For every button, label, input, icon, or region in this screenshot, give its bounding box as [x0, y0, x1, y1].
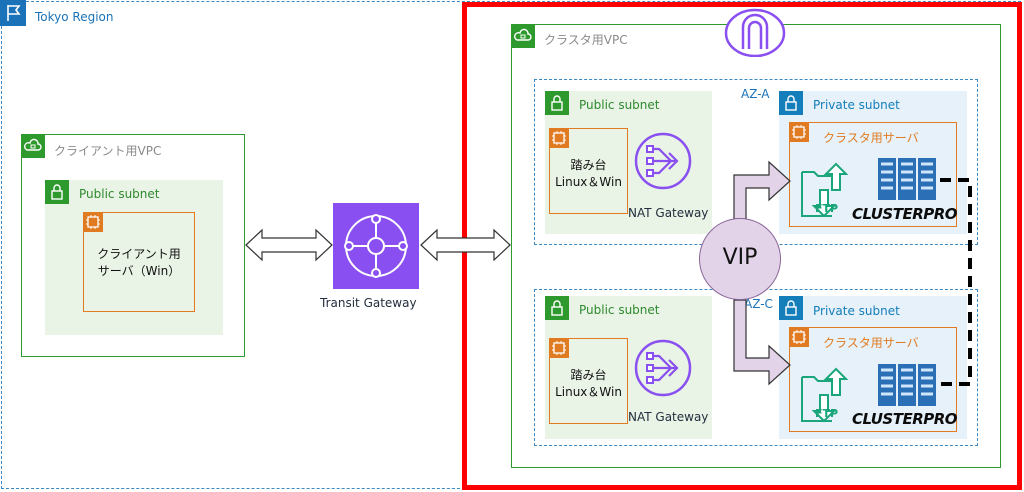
az-c-nat-label: NAT Gateway	[628, 410, 709, 424]
az-c-public-subnet	[545, 296, 712, 439]
tgw-cluster-arrow	[420, 228, 511, 262]
vip-to-az-c-arrow	[733, 299, 791, 386]
az-c-bastion-label: 踏み台 Linux＆Win	[549, 367, 628, 401]
client-server-line1: クライアント用	[97, 247, 181, 261]
ftp-folder-icon	[798, 365, 856, 431]
az-c-cluster-server-label: クラスタ用サーバ	[823, 336, 919, 350]
az-a-bastion-server	[549, 128, 628, 214]
az-c-ftp-label: FTP	[815, 407, 839, 420]
ec2-chip-icon	[549, 128, 569, 148]
az-a-clusterpro-logo: CLUSTERPRO	[852, 205, 958, 223]
client-public-subnet	[45, 180, 223, 335]
ftp-folder-icon	[798, 160, 856, 226]
bastion-line1: 踏み台	[570, 158, 607, 172]
vip-circle	[699, 218, 781, 300]
az-a-bastion-label: 踏み台 Linux＆Win	[549, 157, 628, 191]
subnet-lock-icon	[545, 296, 569, 320]
transit-gateway-icon	[333, 203, 419, 289]
ec2-chip-icon	[549, 338, 569, 358]
heartbeat-line	[940, 178, 972, 386]
ec2-chip-icon	[789, 122, 809, 142]
internet-gateway-icon	[723, 5, 787, 61]
az-a-cluster-server	[789, 122, 957, 227]
client-subnet-label: Public subnet	[79, 187, 160, 201]
client-server	[83, 212, 195, 312]
az-c-public-subnet-label: Public subnet	[579, 303, 660, 317]
subnet-lock-icon	[45, 180, 69, 204]
nat-gateway-icon	[633, 338, 693, 402]
az-c-label: AZ-C	[742, 297, 775, 311]
ec2-chip-icon	[83, 212, 103, 232]
client-server-line2: サーバ（Win）	[97, 264, 181, 278]
az-c-clusterpro-logo: CLUSTERPRO	[852, 410, 958, 428]
client-vpc-label: クライアント用VPC	[54, 144, 162, 158]
client-vpc	[21, 134, 245, 357]
subnet-lock-icon	[779, 296, 803, 320]
region-label: Tokyo Region	[35, 10, 114, 24]
vpc-cloud-icon	[511, 24, 535, 48]
az-a-public-subnet	[545, 91, 712, 234]
vip-to-az-a-arrow	[733, 160, 791, 220]
server-rack-icon	[876, 156, 938, 206]
subnet-lock-icon	[779, 91, 803, 115]
az-a-public-subnet-label: Public subnet	[579, 98, 660, 112]
client-server-label: クライアント用 サーバ（Win）	[83, 246, 195, 280]
subnet-lock-icon	[545, 91, 569, 115]
az-a-private-subnet-label: Private subnet	[813, 98, 900, 112]
server-rack-icon	[876, 362, 938, 412]
bastion-line2: Linux＆Win	[555, 385, 622, 399]
az-a-label: AZ-A	[739, 87, 772, 101]
transit-gateway-label: Transit Gateway	[320, 296, 417, 310]
bastion-line1: 踏み台	[570, 368, 607, 382]
cluster-vpc-label: クラスタ用VPC	[544, 33, 628, 47]
az-a-nat-label: NAT Gateway	[628, 206, 709, 220]
az-c-private-subnet-label: Private subnet	[813, 304, 900, 318]
ec2-chip-icon	[789, 327, 809, 347]
bastion-line2: Linux＆Win	[555, 175, 622, 189]
client-tgw-arrow	[245, 228, 333, 262]
az-c-cluster-server	[789, 327, 957, 432]
vip-label: VIP	[722, 245, 758, 270]
az-a-cluster-server-label: クラスタ用サーバ	[823, 131, 919, 145]
az-c-bastion-server	[549, 338, 628, 424]
az-a-ftp-label: FTP	[815, 202, 839, 215]
nat-gateway-icon	[633, 131, 693, 195]
vpc-cloud-icon	[21, 134, 45, 158]
region-flag-icon	[0, 0, 26, 26]
